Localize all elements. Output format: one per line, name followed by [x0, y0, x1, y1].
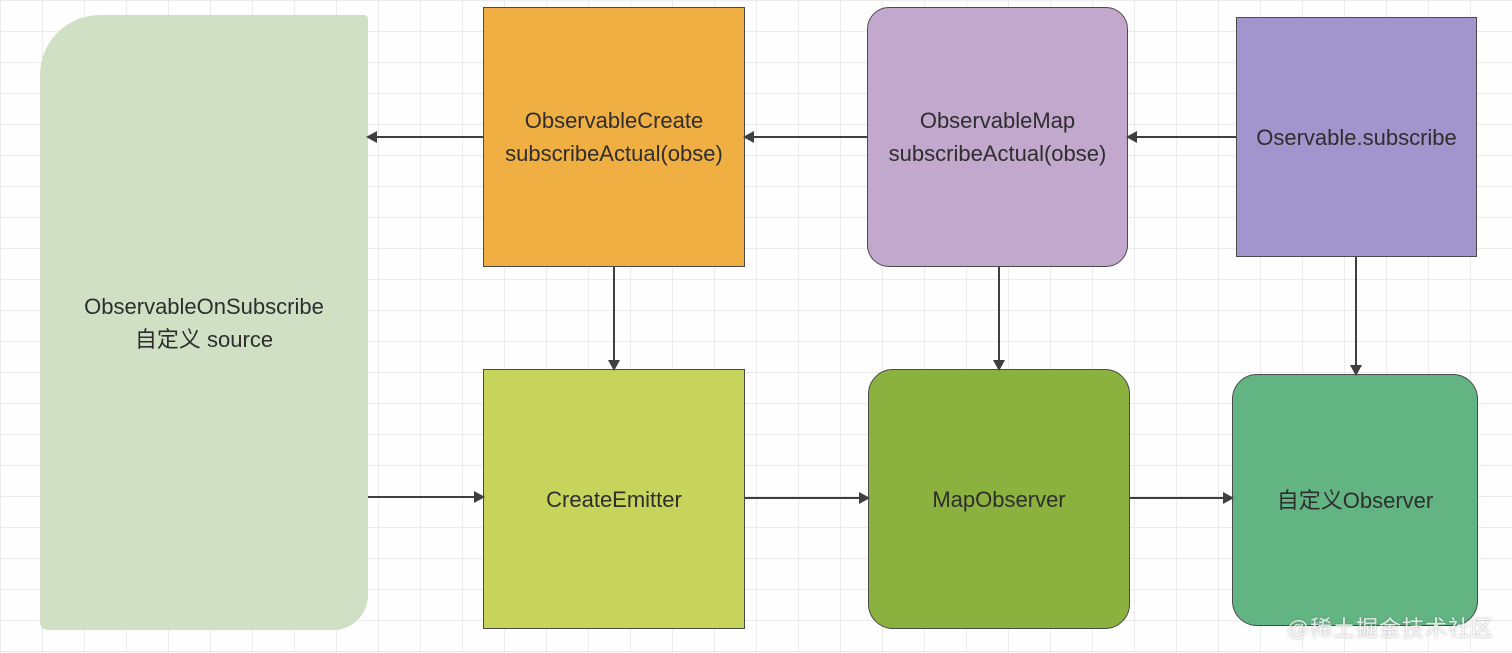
- node-label-line1: ObservableMap: [919, 108, 1076, 133]
- node-label: 自定义Observer: [1277, 484, 1433, 517]
- arrow-mapobserver-to-customobserver-icon: [1130, 497, 1232, 499]
- node-observable-on-subscribe: ObservableOnSubscribe 自定义 source: [40, 15, 368, 630]
- node-label-line2: subscribeActual(obse): [888, 141, 1107, 166]
- node-label: ObservableOnSubscribe 自定义 source: [84, 290, 324, 356]
- node-label: CreateEmitter: [546, 483, 682, 516]
- arrow-oservablesubscribe-to-customobserver-icon: [1355, 257, 1357, 374]
- node-label: ObservableMap subscribeActual(obse): [889, 104, 1107, 170]
- arrow-createemitter-to-mapobserver-icon: [745, 497, 868, 499]
- node-label-line1: CreateEmitter: [546, 486, 682, 512]
- node-label-line2: 自定义 source: [134, 326, 274, 352]
- node-observable-map: ObservableMap subscribeActual(obse): [867, 7, 1128, 267]
- arrow-observablecreate-to-observableonsubscribe-icon: [368, 136, 483, 138]
- node-create-emitter: CreateEmitter: [483, 369, 745, 629]
- node-custom-observer: 自定义Observer: [1232, 374, 1478, 626]
- node-oservable-subscribe: Oservable.subscribe: [1236, 17, 1477, 257]
- arrow-observablemap-to-observablecreate-icon: [745, 136, 867, 138]
- node-label-line1: MapObserver: [932, 486, 1066, 512]
- arrow-oservablesubscribe-to-observablemap-icon: [1128, 136, 1236, 138]
- node-label: ObservableCreate subscribeActual(obse): [505, 104, 723, 170]
- arrow-observableonsubscribe-to-createemitter-icon: [368, 496, 483, 498]
- node-observable-create: ObservableCreate subscribeActual(obse): [483, 7, 745, 267]
- node-label: Oservable.subscribe: [1256, 121, 1457, 154]
- node-label: MapObserver: [932, 483, 1065, 516]
- arrow-observablecreate-to-createemitter-icon: [613, 267, 615, 369]
- node-label-line2: subscribeActual(obse): [505, 141, 723, 166]
- node-map-observer: MapObserver: [868, 369, 1130, 629]
- arrow-observablemap-to-mapobserver-icon: [998, 267, 1000, 369]
- node-label-line1: Oservable.subscribe: [1256, 124, 1457, 150]
- node-label-line1: ObservableCreate: [524, 108, 704, 133]
- node-label-line1: ObservableOnSubscribe: [84, 293, 324, 319]
- node-label-line1: 自定义Observer: [1276, 487, 1434, 513]
